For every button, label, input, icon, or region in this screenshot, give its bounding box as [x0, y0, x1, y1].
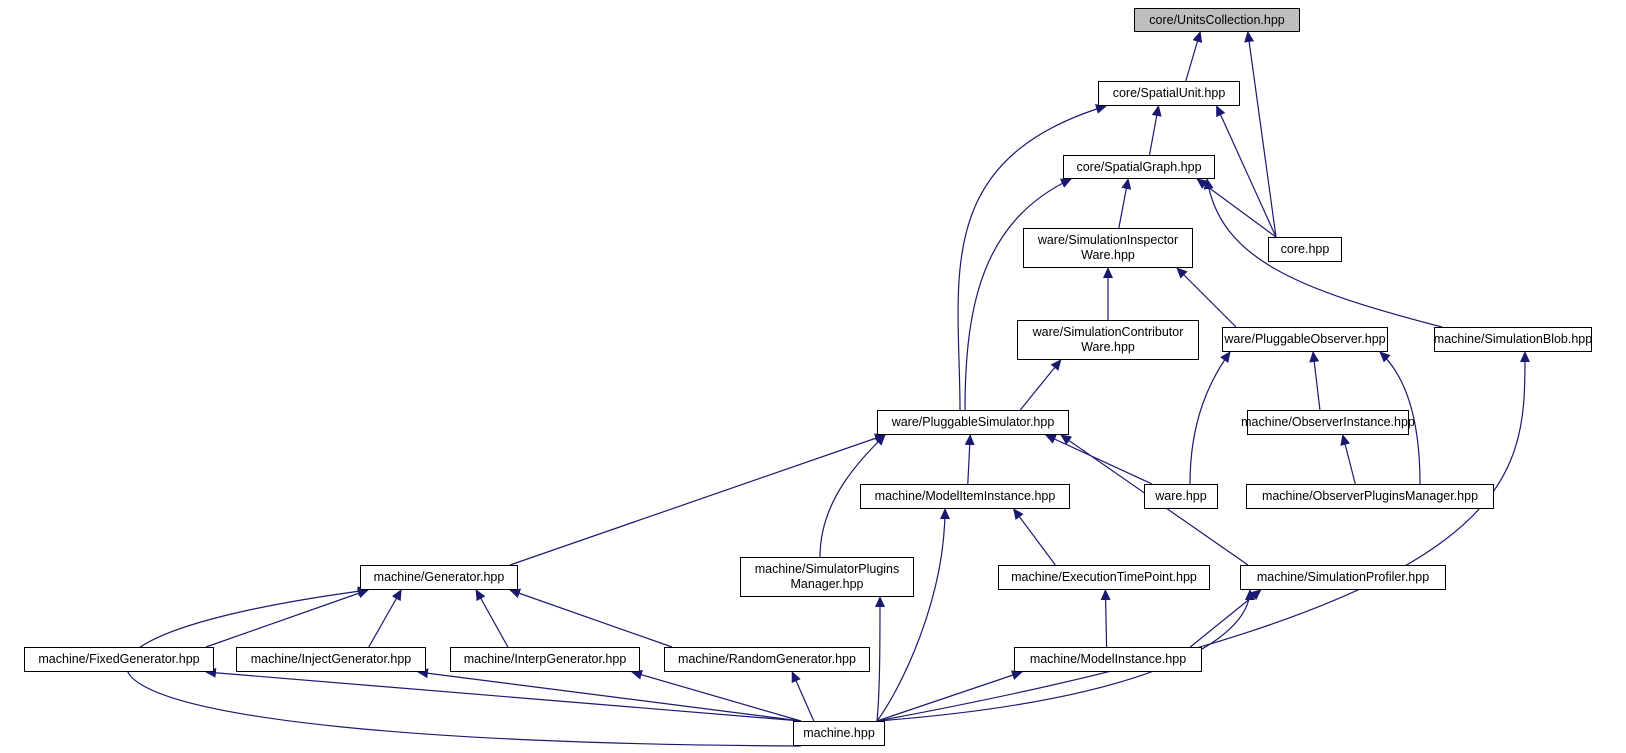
edge-machine-hpp-to-interp-generator — [631, 669, 802, 722]
edge-inject-generator-to-generator — [368, 589, 402, 648]
edge-ware-hpp-to-pluggable-simulator — [1044, 434, 1153, 485]
edge-machine-hpp-to-inject-generator — [417, 668, 802, 722]
edge-pluggable-simulator-to-spatial-graph — [964, 178, 1072, 411]
edge-interp-generator-to-generator — [475, 589, 509, 648]
edge-machine-hpp-to-generator — [126, 586, 802, 747]
node-interp-generator[interactable]: machine/InterpGenerator.hpp — [450, 647, 640, 672]
edge-simulator-plugins-manager-to-pluggable-simulator — [819, 434, 886, 558]
node-core-hpp[interactable]: core.hpp — [1268, 237, 1342, 262]
node-spatial-graph[interactable]: core/SpatialGraph.hpp — [1063, 155, 1215, 179]
edge-random-generator-to-generator — [509, 588, 673, 648]
edge-observer-instance-to-pluggable-observer — [1309, 351, 1321, 411]
node-fixed-generator[interactable]: machine/FixedGenerator.hpp — [24, 647, 214, 672]
edge-observer-plugins-manager-to-pluggable-observer — [1379, 351, 1421, 485]
edge-sim-blob-to-spatial-graph — [1203, 178, 1443, 328]
node-spatial-unit[interactable]: core/SpatialUnit.hpp — [1098, 81, 1240, 106]
edge-machine-hpp-to-fixed-generator — [205, 667, 802, 722]
edge-pluggable-simulator-to-spatial-unit — [957, 104, 1107, 411]
node-random-generator[interactable]: machine/RandomGenerator.hpp — [664, 647, 870, 672]
edge-generator-to-pluggable-simulator — [509, 433, 886, 566]
edge-machine-hpp-to-model-item-instance — [876, 508, 950, 722]
edge-machine-hpp-to-model-instance — [876, 670, 1023, 722]
node-simulation-contributor-ware[interactable]: ware/SimulationContributor Ware.hpp — [1017, 320, 1199, 360]
node-observer-instance[interactable]: machine/ObserverInstance.hpp — [1241, 410, 1415, 435]
edge-ware-hpp-to-pluggable-observer — [1189, 351, 1231, 485]
edge-fixed-generator-to-generator — [205, 588, 369, 648]
node-observer-plugins-manager[interactable]: machine/ObserverPluginsManager.hpp — [1246, 484, 1494, 509]
edge-machine-hpp-to-random-generator — [791, 671, 815, 722]
edge-machine-hpp-to-simulator-plugins-manager — [874, 596, 885, 722]
edge-model-instance-to-simulation-profiler — [1189, 589, 1262, 648]
node-simulation-blob[interactable]: machine/SimulationBlob.hpp — [1434, 327, 1592, 352]
edge-pluggable-observer-to-sim-inspector — [1176, 267, 1237, 328]
node-pluggable-observer[interactable]: ware/PluggableObserver.hpp — [1222, 327, 1388, 352]
node-model-item-instance[interactable]: machine/ModelItemInstance.hpp — [860, 484, 1070, 509]
edge-core-hpp-to-units-collection — [1244, 31, 1277, 238]
edge-model-item-instance-to-pluggable-simulator — [964, 434, 975, 485]
edge-execution-time-point-to-model-item-instance — [1013, 508, 1056, 566]
edge-spatial-unit-to-units-collection — [1185, 31, 1203, 82]
node-model-instance[interactable]: machine/ModelInstance.hpp — [1014, 647, 1202, 672]
node-simulator-plugins-manager[interactable]: machine/SimulatorPlugins Manager.hpp — [740, 557, 914, 597]
edge-sim-inspector-to-spatial-graph — [1118, 178, 1132, 229]
node-simulation-inspector-ware[interactable]: ware/SimulationInspector Ware.hpp — [1023, 228, 1193, 268]
node-execution-time-point[interactable]: machine/ExecutionTimePoint.hpp — [998, 565, 1210, 590]
edge-model-instance-to-execution-time-point — [1100, 589, 1111, 648]
node-pluggable-simulator[interactable]: ware/PluggableSimulator.hpp — [877, 410, 1069, 435]
node-generator[interactable]: machine/Generator.hpp — [360, 565, 518, 590]
edge-pluggable-simulator-to-sim-contributor — [1019, 359, 1062, 411]
edge-spatial-graph-to-spatial-unit — [1148, 105, 1162, 156]
node-ware-hpp[interactable]: ware.hpp — [1144, 484, 1218, 509]
node-simulation-profiler[interactable]: machine/SimulationProfiler.hpp — [1240, 565, 1446, 590]
node-inject-generator[interactable]: machine/InjectGenerator.hpp — [236, 647, 426, 672]
node-units-collection: core/UnitsCollection.hpp — [1134, 8, 1300, 32]
edge-core-hpp-to-spatial-unit — [1216, 105, 1277, 238]
edge-observer-plugins-manager-to-observer-instance — [1340, 434, 1356, 485]
node-machine-hpp[interactable]: machine.hpp — [793, 721, 885, 746]
